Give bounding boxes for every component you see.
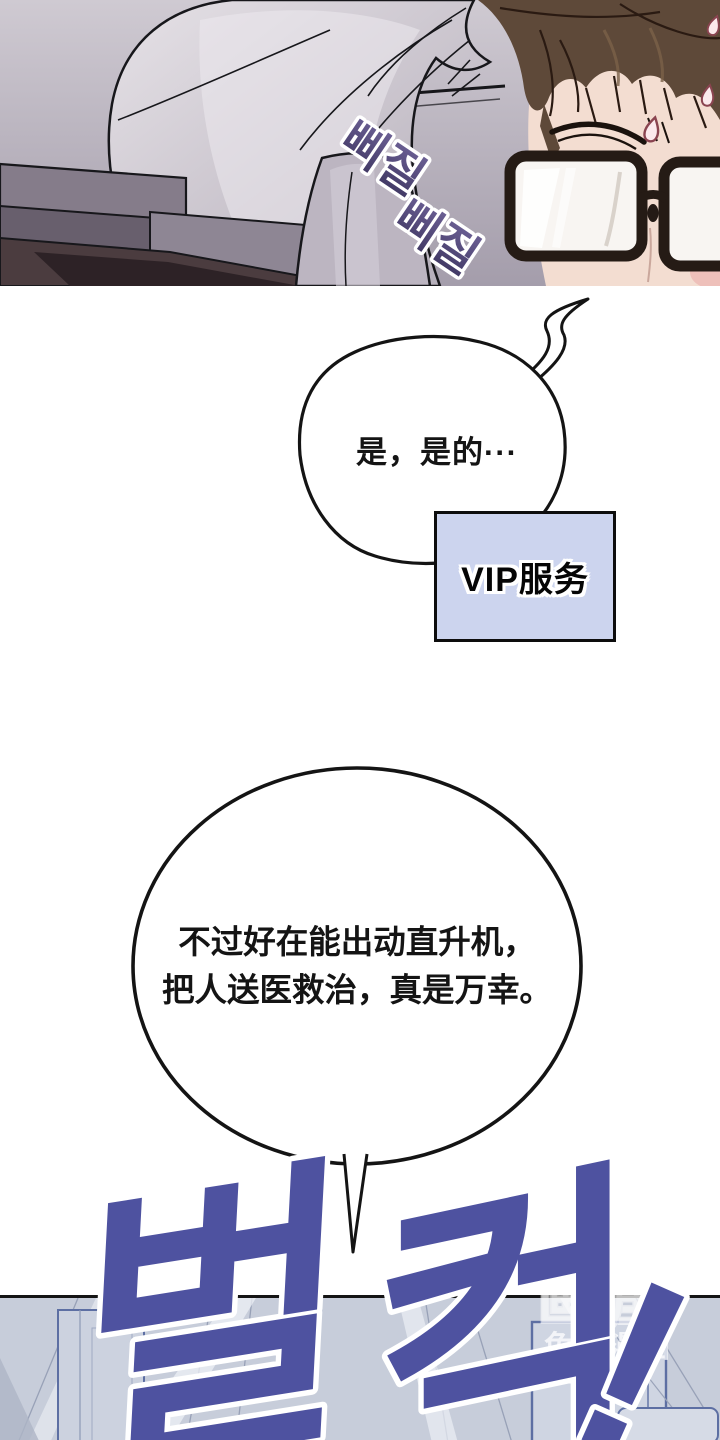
speech-bubble-2-line2: 把人送医救治，真是万幸。 (162, 972, 552, 1008)
nose-line (647, 227, 652, 283)
speech-bubble-1: 是，是的··· (297, 297, 590, 565)
hair-highlights (602, 27, 664, 87)
desk (0, 162, 357, 286)
speech-bubble-2: 不过好在能出动直升机， 把人送医救治，真是万幸。 (131, 766, 583, 1254)
vip-caption-box: VIP服务 (434, 511, 616, 642)
sfx-burst: 벌 컥 ! (63, 1130, 720, 1440)
sfx-burst-part2: 컥 (372, 1134, 642, 1440)
panel-top-art: 삐질 삐질 (0, 0, 720, 286)
shirt-fold-lines (117, 7, 481, 201)
speech-bubble-2-outline (131, 766, 583, 1166)
sweat-drops (643, 14, 720, 143)
speech-bubble-2-tail (342, 1153, 369, 1254)
hair (478, 0, 720, 120)
sfx-burst-part1: 벌 (69, 1132, 360, 1440)
speech-bubble-2-line1: 不过好在能出动直升机， (178, 924, 536, 960)
nose-pad (647, 204, 659, 222)
shirt-sleeve (294, 151, 432, 286)
speech-bubble-1-outline (297, 334, 567, 565)
corner-shade (0, 1358, 39, 1440)
hair-strands (499, 3, 720, 129)
glasses (504, 150, 720, 283)
character-head (478, 0, 720, 286)
door-frame-right (530, 1298, 719, 1440)
lens-reflection (520, 168, 560, 248)
panel-bottom-art (0, 1298, 720, 1440)
speech-bubble-1-tail (516, 297, 590, 390)
vip-caption-text: VIP服务 (461, 561, 589, 599)
panel-top: 삐질 삐질 (0, 0, 720, 286)
speech-bubble-1-text: 是，是的··· (356, 435, 518, 470)
panel-bottom (0, 1295, 720, 1440)
door-frame-left (57, 1309, 145, 1440)
